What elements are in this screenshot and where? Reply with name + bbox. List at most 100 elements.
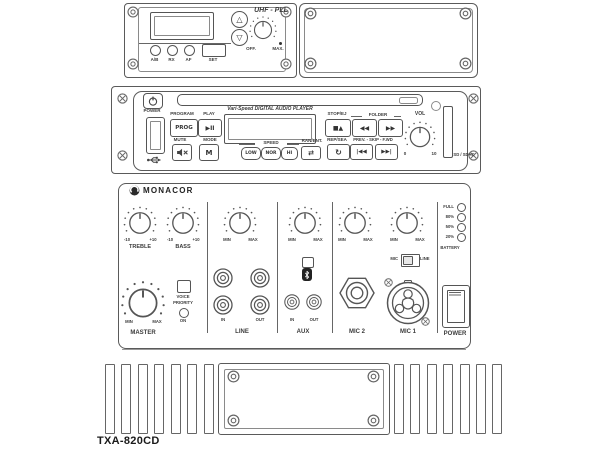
rx-label: RX	[168, 57, 175, 62]
folder-forward-button[interactable]: ▶▶	[378, 119, 403, 137]
mixer-power-label: POWER	[443, 331, 467, 337]
mic2-level-knob[interactable]	[337, 205, 373, 241]
play-label: PLAY	[203, 111, 215, 116]
af-button[interactable]	[184, 45, 195, 56]
voice-priority-label-1: VOICE	[176, 294, 190, 299]
speed-low-button[interactable]: LOW	[241, 147, 261, 160]
prog-button[interactable]: PROG	[170, 119, 198, 137]
set-button[interactable]	[202, 44, 226, 57]
speed-hi-button[interactable]: HI	[281, 147, 298, 160]
line-in-jack[interactable]	[213, 268, 233, 288]
player-vol-min-label: 0	[403, 151, 407, 156]
master-label: MASTER	[130, 330, 156, 336]
af-label: AF	[185, 57, 192, 62]
voice-priority-label-2: PRIORITY	[173, 300, 193, 305]
receiver-volume-knob[interactable]	[248, 15, 278, 45]
battery-led-50	[457, 223, 466, 232]
section-divider	[277, 202, 278, 333]
voice-priority-on-label: ON	[179, 318, 187, 323]
monacor-logo: MONACOR	[129, 185, 194, 196]
ir-sensor	[431, 101, 441, 111]
receiver-vol-max-label: MAX.	[272, 46, 284, 51]
mute-button[interactable]	[172, 144, 192, 161]
stop-eject-button[interactable]: ■▲	[325, 119, 351, 137]
speed-low-label: LOW	[245, 151, 257, 156]
sd-slot-label: SD / SDHC	[453, 152, 475, 157]
speed-label: SPEED	[255, 140, 287, 146]
up-arrow-button[interactable]: △	[231, 11, 248, 28]
mic2-min-label: MIN	[338, 237, 346, 242]
heatsink-fin	[171, 364, 181, 434]
power-switch-rocker[interactable]	[447, 290, 465, 323]
screw-icon	[367, 414, 380, 427]
mic2-max-label: MAX	[363, 237, 373, 242]
play-pause-button[interactable]: ▶II	[198, 119, 222, 137]
screw-icon	[367, 370, 380, 383]
prog-button-label: PROG	[175, 125, 193, 131]
line-min-label: MIN	[223, 237, 231, 242]
mic1-level-knob[interactable]	[389, 205, 425, 241]
cd-slot[interactable]	[177, 94, 423, 106]
folder-back-button[interactable]: ◀◀	[352, 119, 377, 137]
line-section-label: LINE	[235, 329, 249, 335]
brand-name: MONACOR	[143, 186, 194, 195]
shuffle-button[interactable]: ⇄	[301, 146, 321, 160]
monacor-logo-icon	[129, 185, 140, 196]
mic1-section-label: MIC 1	[399, 329, 416, 335]
player-volume-knob[interactable]	[403, 120, 437, 154]
aux-out-jack[interactable]	[306, 294, 322, 310]
set-label: SET	[208, 57, 218, 62]
heatsink-fin	[105, 364, 115, 434]
heatsink-fin	[410, 364, 420, 434]
mic2-jack[interactable]	[339, 275, 375, 311]
voice-priority-led	[179, 308, 189, 318]
line-in-jack[interactable]	[213, 295, 233, 315]
screw-icon	[304, 7, 317, 20]
line-in-label: IN	[220, 317, 226, 322]
heatsink-fin	[204, 364, 214, 434]
treble-knob[interactable]	[122, 205, 158, 241]
heatsink-fin	[154, 364, 164, 434]
voice-priority-button[interactable]	[177, 280, 191, 293]
folder-label: FOLDER	[362, 112, 394, 118]
ab-button[interactable]	[150, 45, 161, 56]
aux-in-jack[interactable]	[284, 294, 300, 310]
master-max-label: MAX	[152, 319, 162, 324]
stop-eject-icon: ■▲	[332, 124, 344, 132]
bluetooth-button[interactable]	[302, 257, 314, 268]
mixer-panel-edge	[122, 349, 466, 350]
prev-track-icon: |◀◀	[356, 149, 367, 155]
down-arrow-icon: ▽	[236, 33, 243, 42]
next-track-button[interactable]: ▶▶|	[375, 144, 398, 160]
battery-level-80-label: 80%	[445, 214, 454, 219]
aux-min-label: MIN	[288, 237, 296, 242]
line-out-jack[interactable]	[250, 295, 270, 315]
treble-label: TREBLE	[129, 244, 151, 250]
repeat-icon: ↻	[335, 147, 342, 157]
screw-icon	[117, 93, 128, 104]
prev-skip-fwd-label: PREV. - SKIP - F.WD	[353, 137, 393, 142]
aux-out-label: OUT	[309, 317, 319, 322]
power-icon	[148, 96, 158, 106]
line-out-jack[interactable]	[250, 268, 270, 288]
aux-level-knob[interactable]	[287, 205, 323, 241]
mode-button[interactable]: M	[199, 144, 219, 161]
treble-min-label: -10	[123, 237, 131, 242]
power-switch-grip	[449, 292, 461, 297]
bass-knob[interactable]	[165, 205, 201, 241]
speed-hi-label: HI	[286, 151, 293, 156]
volume-max-dot	[279, 42, 282, 45]
speed-nor-button[interactable]: NOR	[261, 147, 281, 160]
repeat-button[interactable]: ↻	[327, 144, 350, 160]
player-power-button[interactable]	[143, 93, 163, 109]
screw-icon	[304, 57, 317, 70]
line-max-label: MAX	[248, 237, 258, 242]
battery-led-80	[457, 213, 466, 222]
line-level-knob[interactable]	[222, 205, 258, 241]
rx-button[interactable]	[167, 45, 178, 56]
sd-card-slot[interactable]	[443, 106, 453, 158]
down-arrow-button[interactable]: ▽	[231, 29, 248, 46]
prev-track-button[interactable]: |◀◀	[350, 144, 373, 160]
mic-line-switch-knob[interactable]	[403, 256, 413, 265]
heatsink-fin	[460, 364, 470, 434]
